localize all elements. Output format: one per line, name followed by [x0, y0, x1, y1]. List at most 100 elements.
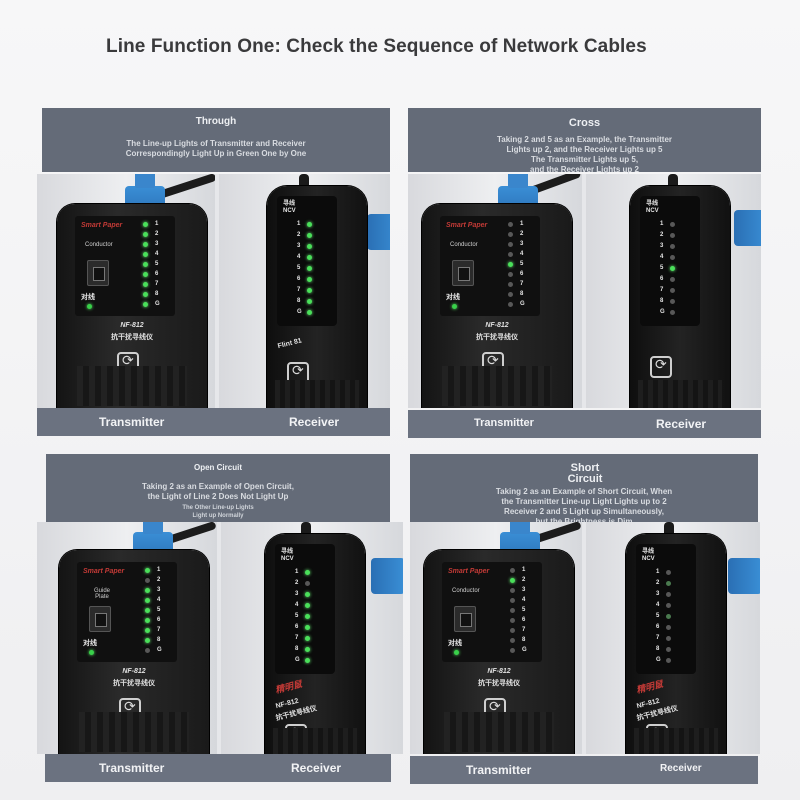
pin-led: [670, 310, 675, 315]
pin-number: 5: [520, 261, 524, 267]
pin-led: [307, 233, 312, 238]
pin-number: 3: [295, 591, 299, 597]
mode-description-line: The Line-up Lights of Transmitter and Re…: [126, 139, 306, 148]
pin-led: [307, 222, 312, 227]
pin-number: 1: [520, 221, 524, 227]
grip-ribs: [638, 380, 722, 408]
mode-description-line: Lights up 2, and the Receiver Lights up …: [506, 145, 663, 154]
pin-led: [670, 233, 675, 238]
pin-led: [666, 592, 671, 597]
pin-led: [666, 658, 671, 663]
model-label: NF-812: [122, 668, 146, 675]
cycle-button-icon[interactable]: [650, 356, 672, 378]
pin-led: [666, 636, 671, 641]
mode-label: Cross: [568, 117, 601, 129]
pin-number: 8: [660, 298, 664, 304]
pin-led: [666, 647, 671, 652]
pin-number: 3: [157, 587, 161, 593]
pin-led: [307, 288, 312, 293]
receiver-label: Receiver: [656, 417, 707, 431]
guide-plate-label: Guide Plate: [93, 588, 110, 600]
pin-number: 4: [155, 251, 159, 257]
pin-number: 5: [656, 613, 660, 619]
mode-description-line: the Light of Line 2 Does Not Light Up: [147, 492, 289, 501]
pin-led: [508, 272, 513, 277]
panel-through: Through The Line-up Lights of Transmitte…: [37, 108, 390, 438]
mode-description-line: Taking 2 as an Example of Short Circuit,…: [495, 487, 673, 496]
align-label: 对线: [448, 640, 462, 647]
status-led: [454, 650, 459, 655]
pin-number: 6: [295, 624, 299, 630]
panel-footer: Transmitter Receiver: [37, 408, 390, 436]
pin-number: 4: [520, 251, 524, 257]
pin-led: [305, 570, 310, 575]
panel-footer: Transmitter Receiver: [45, 754, 391, 782]
mode-note-line: The Other Line-up Lights: [182, 505, 254, 511]
pin-led: [307, 310, 312, 315]
pin-led: [145, 608, 150, 613]
pin-number: 1: [660, 221, 664, 227]
grip-ribs: [77, 366, 187, 406]
pin-number: 5: [295, 613, 299, 619]
pin-number: 5: [157, 607, 161, 613]
pin-number: 2: [520, 231, 524, 237]
pin-number: 8: [522, 637, 526, 643]
pin-led: [508, 232, 513, 237]
grip-ribs: [79, 712, 189, 752]
pin-number: 2: [297, 232, 301, 238]
pin-number: 2: [295, 580, 299, 586]
mode-switch[interactable]: [454, 606, 476, 632]
brand-label: Smart Paper: [446, 222, 488, 229]
align-label: 对线: [446, 294, 460, 301]
pin-led: [143, 282, 148, 287]
mode-label: Open Circuit: [193, 463, 242, 472]
pin-number: 1: [155, 221, 159, 227]
pin-number: 3: [155, 241, 159, 247]
pin-led: [670, 266, 675, 271]
pin-number: 6: [155, 271, 159, 277]
mode-description-line: Correspondingly Light Up in Green One by…: [125, 149, 307, 158]
pin-led: [145, 578, 150, 583]
receiver-top-label: 寻线: [646, 201, 659, 207]
model-label: NF-812: [487, 668, 511, 675]
status-led: [452, 304, 457, 309]
model-label: NF-812: [120, 322, 144, 329]
receiver-brand-label: 精明鼠: [635, 678, 664, 696]
pin-led: [670, 299, 675, 304]
panel-header: Short Circuit Taking 2 as an Example of …: [410, 454, 758, 527]
status-led: [87, 304, 92, 309]
grip-ribs: [442, 366, 552, 406]
align-label: 对线: [81, 294, 95, 301]
pin-led: [508, 292, 513, 297]
pin-number: G: [157, 647, 162, 653]
pin-led: [666, 581, 671, 586]
pin-number: 8: [155, 291, 159, 297]
mode-switch[interactable]: [452, 260, 474, 286]
panel-header: Through The Line-up Lights of Transmitte…: [42, 108, 390, 172]
pin-number: 6: [157, 617, 161, 623]
mode-description-line: Receiver 2 and 5 Light up Simultaneously…: [504, 507, 664, 516]
pin-number: 7: [297, 287, 301, 293]
mode-label: Through: [195, 116, 237, 127]
mode-switch[interactable]: [89, 606, 111, 632]
mode-description-line: and the Receiver Lights up 2: [530, 165, 639, 174]
pin-led: [510, 648, 515, 653]
pin-led: [666, 570, 671, 575]
mode-description-line: but the Brightness is Dim: [410, 517, 758, 527]
grip-ribs: [273, 728, 357, 754]
panel-short-circuit: Short Circuit Taking 2 as an Example of …: [410, 454, 760, 784]
mode-switch[interactable]: [87, 260, 109, 286]
